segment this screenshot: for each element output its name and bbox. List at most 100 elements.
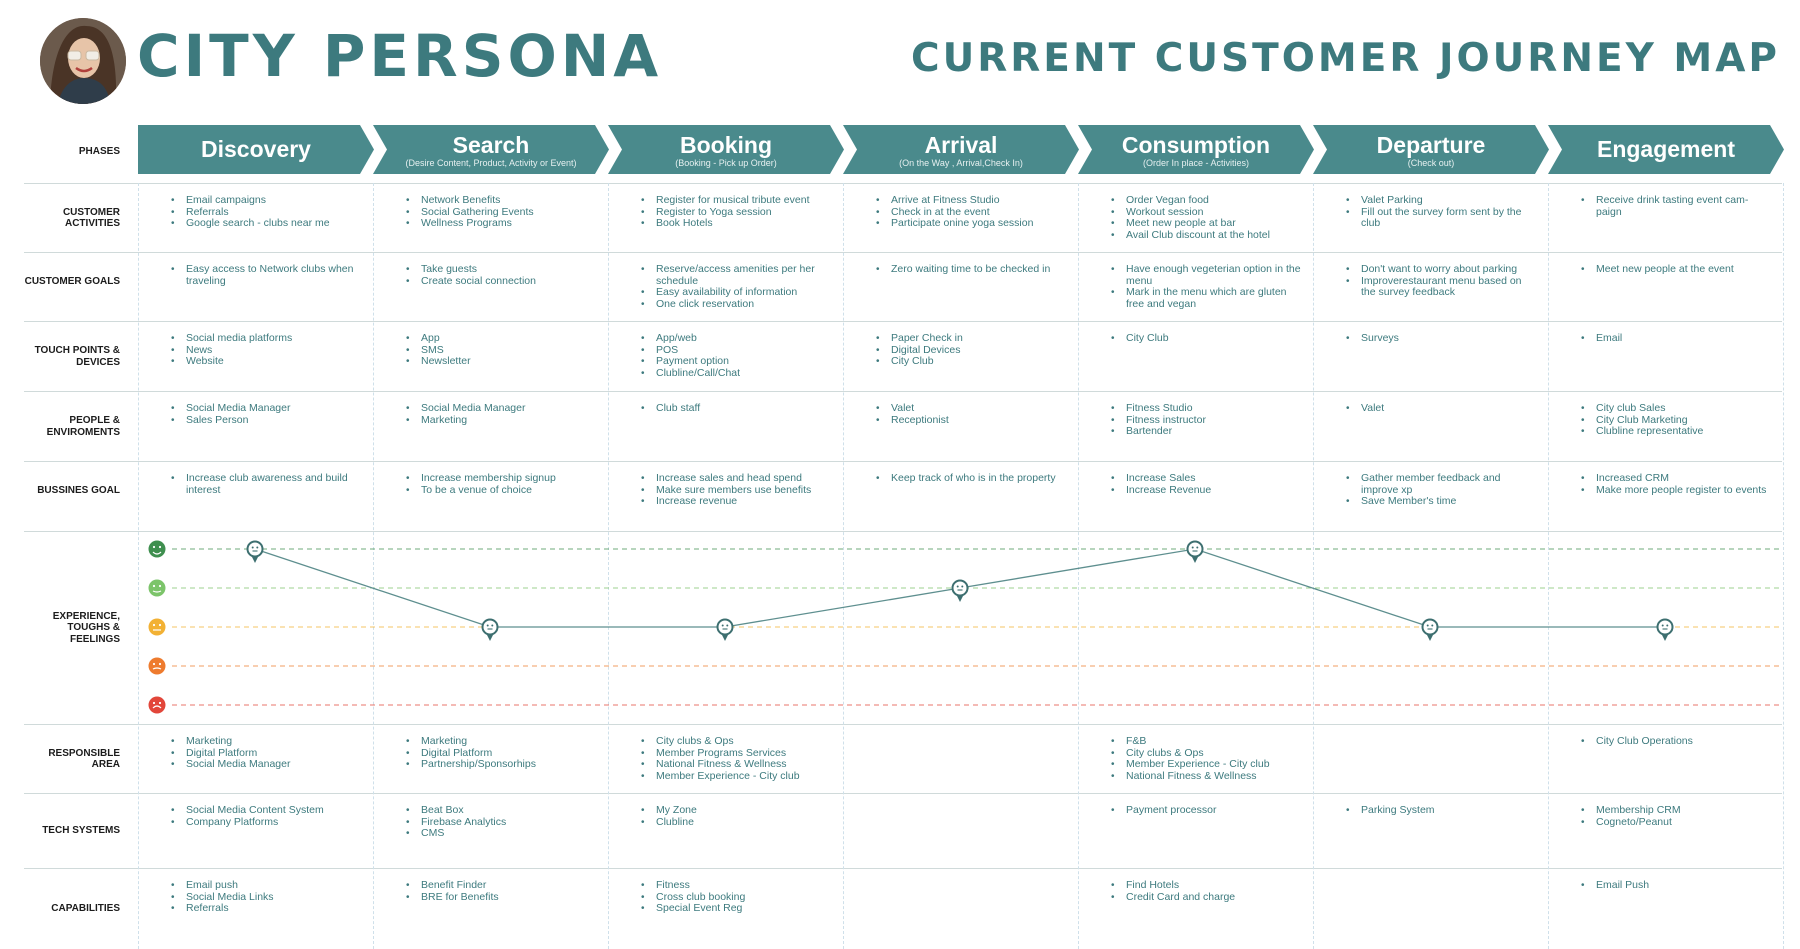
list-item: Cogneto/Peanut [1580, 816, 1773, 829]
list-item: Increased CRM [1580, 472, 1773, 485]
list-item: City clubs & Ops [640, 735, 833, 748]
list-item: Parking System [1345, 804, 1538, 817]
cell-customer-goals-booking: Reserve/access amenities per her schedul… [640, 263, 833, 310]
list-item: Cross club booking [640, 891, 833, 904]
experience-point-consumption [1186, 540, 1204, 563]
phase-booking: Booking(Booking - Pick up Order) [608, 125, 844, 174]
persona-avatar [40, 18, 126, 104]
list-item: POS [640, 344, 833, 357]
cell-business-goal-consumption: Increase SalesIncrease Revenue [1110, 472, 1303, 497]
list-item: Make more people register to events [1580, 484, 1773, 497]
list-item: Valet Parking [1345, 194, 1538, 207]
row-label-responsible-area: RESPONSIBLE AREA [48, 747, 120, 771]
page-subtitle: CURRENT CUSTOMER JOURNEY MAP [910, 36, 1780, 81]
list-item: Create social connection [405, 275, 598, 288]
column-divider [1548, 183, 1549, 949]
cell-business-goal-departure: Gather member feedback and improve xpSav… [1345, 472, 1538, 508]
cell-customer-activities-departure: Valet ParkingFill out the survey form se… [1345, 194, 1538, 230]
list-item: Marketing [170, 735, 363, 748]
list-item: Participate onine yoga session [875, 218, 1068, 230]
cell-customer-goals-departure: Don't want to worry about parkingImprove… [1345, 263, 1538, 299]
list-item: Social Gathering Events [405, 206, 598, 219]
cell-responsible-area-engagement: City Club Operations [1580, 735, 1773, 748]
experience-point-engagement [1656, 618, 1674, 641]
row-divider [24, 531, 1782, 532]
cell-customer-activities-search: Network BenefitsSocial Gathering EventsW… [405, 194, 598, 230]
list-item: Increase Revenue [1110, 484, 1303, 497]
experience-point-discovery [246, 540, 264, 563]
list-item: Valet [875, 402, 1068, 415]
experience-point-departure [1421, 618, 1439, 641]
list-item: Paper Check in [875, 332, 1068, 345]
list-item: News [170, 344, 363, 357]
phases-row-label: PHASES [78, 146, 120, 157]
row-label-business-goal: BUSSINES GOAL [37, 485, 120, 496]
cell-customer-goals-discovery: Easy access to Network clubs when travel… [170, 263, 363, 287]
cell-business-goal-booking: Increase sales and head spendMake sure m… [640, 472, 833, 508]
list-item: Book Hotels [640, 218, 833, 230]
cell-tech-systems-discovery: Social Media Content SystemCompany Platf… [170, 804, 363, 828]
cell-tech-systems-consumption: Payment processor [1110, 804, 1303, 817]
list-item: Mark in the menu which are gluten free a… [1110, 286, 1303, 310]
phase-description: (Booking - Pick up Order) [675, 158, 777, 168]
list-item: CMS [405, 828, 598, 840]
list-item: To be a venue of choice [405, 484, 598, 497]
row-label-capabilities: CAPABILITIES [51, 903, 120, 915]
cell-business-goal-discovery: Increase club awareness and build intere… [170, 472, 363, 496]
experience-line [254, 548, 1665, 628]
list-item: SMS [405, 344, 598, 357]
cell-tech-systems-departure: Parking System [1345, 804, 1538, 817]
column-divider [608, 183, 609, 949]
list-item: Member Experience - City club [1110, 759, 1303, 771]
list-item: Social Media Manager [170, 402, 363, 415]
list-item: Register to Yoga session [640, 206, 833, 219]
list-item: Fitness Studio [1110, 402, 1303, 415]
face-icon-neutral [148, 618, 166, 636]
list-item: Sales Person [170, 414, 363, 427]
list-item: App [405, 332, 598, 345]
list-item: Gather member feedback and improve xp [1345, 472, 1538, 496]
list-item: Save Member's time [1345, 496, 1538, 508]
list-item: Wellness Programs [405, 218, 598, 230]
list-item: Easy availability of information [640, 287, 833, 299]
face-icon-very-unhappy [148, 696, 166, 714]
phase-name: Engagement [1596, 136, 1736, 162]
cell-touch-points-booking: App/webPOSPayment optionClubline/Call/Ch… [640, 332, 833, 379]
face-icon-very-happy [148, 540, 166, 558]
list-item: City Club [1110, 332, 1303, 345]
list-item: Credit Card and charge [1110, 891, 1303, 904]
list-item: City Club [875, 356, 1068, 368]
phase-description: (Check out) [1407, 158, 1455, 168]
cell-touch-points-consumption: City Club [1110, 332, 1303, 345]
cell-touch-points-discovery: Social media platformsNewsWebsite [170, 332, 363, 368]
row-divider [24, 461, 1782, 462]
cell-business-goal-arrival: Keep track of who is in the property [875, 472, 1068, 485]
cell-business-goal-engagement: Increased CRMMake more people register t… [1580, 472, 1773, 497]
list-item: Improverestaurant menu based on the surv… [1345, 275, 1538, 299]
list-item: City club Sales [1580, 402, 1773, 415]
list-item: City Club Marketing [1580, 414, 1773, 427]
phase-search: Search(Desire Content, Product, Activity… [373, 125, 609, 174]
row-divider [24, 391, 1782, 392]
list-item: Partnership/Sponsorhips [405, 759, 598, 771]
phase-arrival: Arrival(On the Way , Arrival,Check In) [843, 125, 1079, 174]
phase-name: Discovery [201, 136, 311, 162]
phase-discovery: Discovery [138, 125, 374, 174]
cell-people-booking: Club staff [640, 402, 833, 415]
phase-departure: Departure(Check out) [1313, 125, 1549, 174]
list-item: Make sure members use benefits [640, 484, 833, 497]
page-title: CITY PERSONA [137, 22, 663, 90]
cell-people-engagement: City club SalesCity Club MarketingClubli… [1580, 402, 1773, 438]
row-label-experience: EXPERIENCE, TOUGHS & FEELINGS [52, 610, 120, 645]
list-item: Social Media Manager [405, 402, 598, 415]
cell-customer-goals-engagement: Meet new people at the event [1580, 263, 1773, 276]
cell-touch-points-departure: Surveys [1345, 332, 1538, 345]
list-item: City Club Operations [1580, 735, 1773, 748]
list-item: App/web [640, 332, 833, 345]
list-item: F&B [1110, 735, 1303, 748]
column-divider [1783, 183, 1784, 949]
list-item: Arrive at Fitness Studio [875, 194, 1068, 207]
list-item: Clubline representative [1580, 426, 1773, 438]
cell-business-goal-search: Increase membership signupTo be a venue … [405, 472, 598, 497]
experience-point-search [481, 618, 499, 641]
